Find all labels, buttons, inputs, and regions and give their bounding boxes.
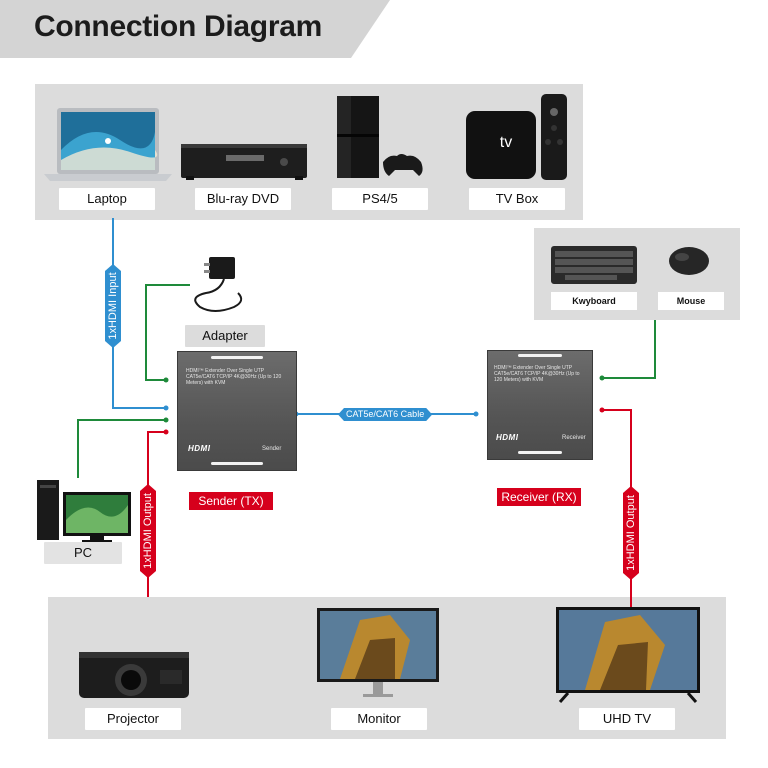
usb-line-peripherals xyxy=(602,320,656,379)
peripheral-label-mouse: Mouse xyxy=(658,292,724,310)
receiver-spec-text: HDMI™ Extender Over Single UTP CAT5e/CAT… xyxy=(494,365,580,383)
sender-name: Sender xyxy=(262,446,282,452)
source-label-tvbox: TV Box xyxy=(469,188,565,210)
usb-dot-pc xyxy=(163,417,169,423)
receiver-top-slot xyxy=(518,354,562,357)
sender-bottom-slot xyxy=(211,462,263,465)
receiver-hdmi-logo: HDMI xyxy=(496,433,519,442)
sender-hdmi-logo: HDMI xyxy=(188,444,211,453)
adapter-label: Adapter xyxy=(185,325,265,347)
display-label-uhd-tv: UHD TV xyxy=(579,708,675,730)
sender-spec-text: HDMI™ Extender Over Single UTP CAT5e/CAT… xyxy=(186,368,282,386)
power-line-adapter xyxy=(145,284,190,381)
cat-cable-tag: CAT5e/CAT6 Cable xyxy=(338,408,432,421)
sender-tx-label: Sender (TX) xyxy=(189,492,273,510)
source-label-bluray: Blu-ray DVD xyxy=(195,188,291,210)
receiver-name: Receiver xyxy=(562,435,586,441)
peripheral-label-keyboard: Kwyboard xyxy=(551,292,637,310)
power-dot-adapter xyxy=(163,377,169,383)
pc-label: PC xyxy=(44,542,122,564)
sender-top-slot xyxy=(211,356,263,359)
page-title: Connection Diagram xyxy=(34,10,322,43)
cable-dot-rx xyxy=(473,411,479,417)
source-label-laptop: Laptop xyxy=(59,188,155,210)
input-dot-laptop xyxy=(163,405,169,411)
title-banner xyxy=(0,0,390,58)
tv-box-logo: tv xyxy=(499,134,513,151)
output-dot-receiver xyxy=(599,407,605,413)
display-label-projector: Projector xyxy=(85,708,181,730)
receiver-rx-label: Receiver (RX) xyxy=(497,488,581,506)
usb-line-pc xyxy=(77,419,166,478)
source-label-ps: PS4/5 xyxy=(332,188,428,210)
usb-dot-receiver xyxy=(599,375,605,381)
display-label-monitor: Monitor xyxy=(331,708,427,730)
receiver-device: HDMI™ Extender Over Single UTP CAT5e/CAT… xyxy=(487,350,593,460)
sender-device: HDMI™ Extender Over Single UTP CAT5e/CAT… xyxy=(177,351,297,471)
receiver-bottom-slot xyxy=(518,451,562,454)
output-dot-sender xyxy=(163,429,169,435)
